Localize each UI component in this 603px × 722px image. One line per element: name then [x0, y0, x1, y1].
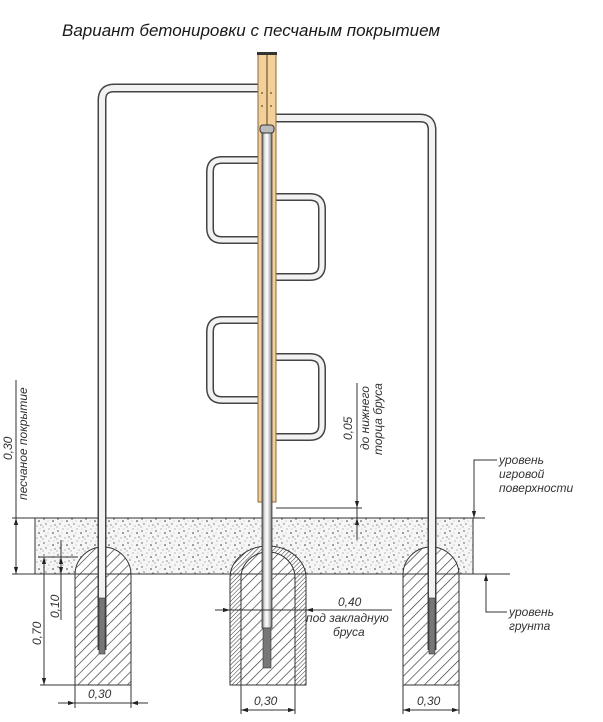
rung-loop-right-upper [276, 193, 326, 281]
anchor-right [428, 597, 436, 655]
dim-footing-depth: 0,70 [30, 557, 78, 686]
anchor-left [98, 597, 106, 655]
ground-label-2: грунта [509, 619, 551, 633]
leader-ground: уровень грунта [483, 574, 554, 633]
dim-width-right: 0,30 [402, 685, 460, 714]
dim-beam-gap-note-2: торца бруса [371, 383, 385, 455]
ground-label-1: уровень [508, 605, 554, 619]
rung-loop-left-upper [206, 156, 258, 244]
right-arch-pipe [276, 113, 437, 650]
dim-footing-depth-value: 0,70 [30, 621, 44, 645]
play-surface-label-2: игровой [499, 467, 545, 481]
dim-embed-depth: 0,40 под закладную бруса [215, 595, 392, 639]
leader-play-surface: уровень игровой поверхности [471, 453, 574, 518]
dim-beam-gap-note-1: до нижнего [358, 386, 372, 450]
dim-embed-depth-note-1: под закладную [306, 611, 389, 625]
dim-width-center-value: 0,30 [254, 694, 278, 708]
dim-sand-cover-value: 0,30 [1, 436, 15, 460]
anchor-center [262, 627, 272, 669]
dim-width-left-value: 0,30 [88, 687, 112, 701]
drawing-title: Вариант бетонировки с песчаным покрытием [62, 21, 440, 40]
left-arch-pipe [97, 83, 258, 650]
play-surface-label-1: уровень [498, 453, 544, 467]
dim-footing-top: 0,10 [38, 540, 78, 620]
dim-sand-cover-note: песчаное покрытие [16, 387, 30, 500]
dim-sand-cover: 0,30 песчаное покрытие [1, 380, 30, 574]
embedded-pipe [259, 124, 275, 629]
dim-width-left: 0,30 [58, 685, 148, 708]
dim-embed-depth-note-2: бруса [333, 625, 365, 639]
dim-beam-gap-value: 0,05 [341, 416, 355, 440]
dim-width-center: 0,30 [240, 685, 296, 714]
dim-embed-depth-value: 0,40 [338, 595, 362, 609]
dim-width-right-value: 0,30 [417, 694, 441, 708]
play-surface-label-3: поверхности [499, 481, 574, 495]
dim-beam-gap: 0,05 до нижнего торца бруса [276, 383, 385, 540]
rung-loop-left-lower [206, 316, 258, 404]
dim-footing-top-value: 0,10 [48, 594, 62, 618]
rung-loop-right-lower [276, 353, 326, 441]
